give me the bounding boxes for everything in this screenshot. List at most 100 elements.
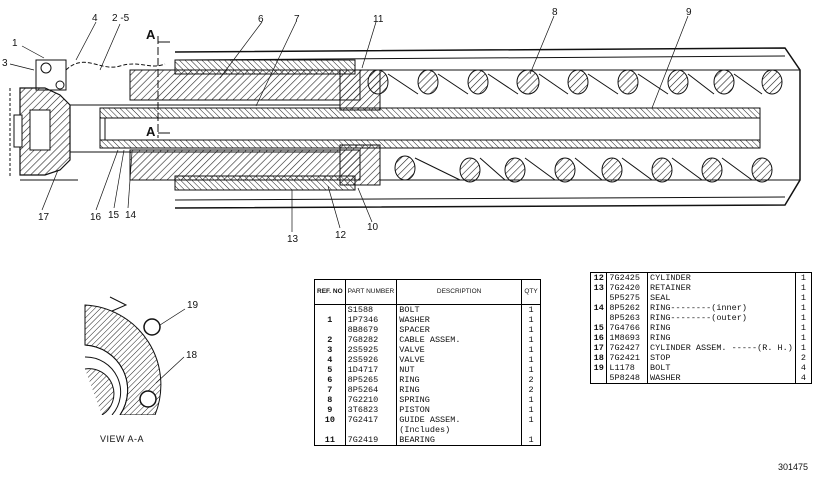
cell-pn: 7G2427 — [606, 343, 649, 353]
document-number: 301475 — [777, 462, 808, 472]
cell-qty: 1 — [521, 325, 541, 335]
callout-15: 15 — [108, 210, 120, 221]
cell-desc: SPRING — [399, 395, 430, 405]
cell-pn: 8P5263 — [606, 313, 649, 323]
cell-desc: WASHER — [399, 315, 430, 325]
cell-qty: 2 — [521, 375, 541, 385]
cell-desc: RING — [650, 333, 671, 343]
callout-12: 12 — [335, 230, 347, 241]
cell-desc: BOLT — [399, 305, 420, 315]
cell-qty: 4 — [794, 363, 812, 373]
callout-7: 7 — [294, 14, 300, 25]
callout-6: 6 — [258, 14, 264, 25]
cell-qty: 2 — [794, 353, 812, 363]
cell-ref: 3 — [314, 345, 346, 355]
cell-pn: 7G2421 — [606, 353, 649, 363]
cell-qty: 2 — [521, 385, 541, 395]
cell-desc: RING--------(inner) — [650, 303, 747, 313]
cell-qty: 1 — [521, 435, 541, 446]
cell-desc: RETAINER — [650, 283, 691, 293]
callout-3: 3 — [2, 58, 8, 69]
cell-ref: 7 — [314, 385, 346, 395]
cell-ref — [590, 373, 608, 384]
cell-qty: 1 — [521, 345, 541, 355]
cell-pn: 8P5262 — [606, 303, 649, 313]
cell-ref — [590, 293, 608, 303]
cell-desc: BEARING — [399, 435, 435, 445]
cell-pn: 1P7346 — [345, 315, 398, 325]
cell-pn: 1M8693 — [606, 333, 649, 343]
cell-pn — [345, 425, 398, 435]
cell-desc: SPACER — [399, 325, 430, 335]
table-row: (Includes) — [314, 425, 541, 435]
cell-pn: 1D4717 — [345, 365, 398, 375]
cell-pn: 7G2417 — [345, 415, 398, 425]
col-description: DESCRIPTION — [396, 279, 522, 305]
cell-ref: 9 — [314, 405, 346, 415]
callout-1: 1 — [12, 38, 18, 49]
cell-qty: 1 — [794, 323, 812, 333]
cell-pn: 7G2420 — [606, 283, 649, 293]
cell-ref — [314, 425, 346, 435]
callout-19: 19 — [187, 300, 199, 311]
section-marker-a-bottom: A — [146, 124, 156, 139]
col-ref-no: REF. NO — [314, 279, 346, 305]
callout-8: 8 — [552, 7, 558, 18]
cell-ref: 16 — [590, 333, 608, 343]
cell-ref: 2 — [314, 335, 346, 345]
cell-desc: GUIDE ASSEM. — [399, 415, 461, 425]
parts-table-left: REF. NO PART NUMBER DESCRIPTION QTY S158… — [314, 279, 541, 446]
callout-13: 13 — [287, 234, 299, 245]
callout-9: 9 — [686, 7, 692, 18]
cell-pn: 7G2425 — [606, 272, 649, 283]
cell-ref — [314, 304, 346, 315]
callout-2-5: 2 -5 — [112, 13, 130, 24]
cell-pn: 5P8248 — [606, 373, 649, 384]
cell-desc: RING — [399, 375, 420, 385]
cell-qty: 1 — [794, 313, 812, 323]
cylinder-cross-section — [9, 15, 801, 232]
cell-ref: 18 — [590, 353, 608, 363]
col-part-number: PART NUMBER — [345, 279, 398, 305]
cell-qty: 1 — [794, 293, 812, 303]
cell-ref: 15 — [590, 323, 608, 333]
cell-ref: 19 — [590, 363, 608, 373]
cell-ref: 11 — [314, 435, 346, 446]
callout-17: 17 — [38, 212, 50, 223]
cell-ref: 1 — [314, 315, 346, 325]
cell-ref: 10 — [314, 415, 346, 425]
cell-pn: 7G2419 — [345, 435, 398, 446]
cell-desc: RING — [399, 385, 420, 395]
cell-ref: 13 — [590, 283, 608, 293]
cell-desc: (Includes) — [399, 425, 451, 435]
view-a-a-label: VIEW A-A — [100, 434, 145, 444]
cell-qty: 1 — [521, 355, 541, 365]
view-a-a-drawing — [84, 296, 186, 415]
cell-pn: 7G2210 — [345, 395, 398, 405]
cell-desc: RING--------(outer) — [650, 313, 747, 323]
cell-desc: CYLINDER — [650, 273, 691, 283]
cell-pn: 3T6823 — [345, 405, 398, 415]
cell-qty: 1 — [521, 315, 541, 325]
cell-qty: 1 — [521, 415, 541, 425]
callout-18: 18 — [186, 350, 198, 361]
cell-desc: PISTON — [399, 405, 430, 415]
cell-desc: CABLE ASSEM. — [399, 335, 461, 345]
cell-qty: 1 — [521, 304, 541, 315]
cell-desc: NUT — [399, 365, 415, 375]
cell-desc: CYLINDER ASSEM. -----(R. H.) — [650, 343, 793, 353]
callout-10: 10 — [367, 222, 379, 233]
cell-pn: 8P5265 — [345, 375, 398, 385]
